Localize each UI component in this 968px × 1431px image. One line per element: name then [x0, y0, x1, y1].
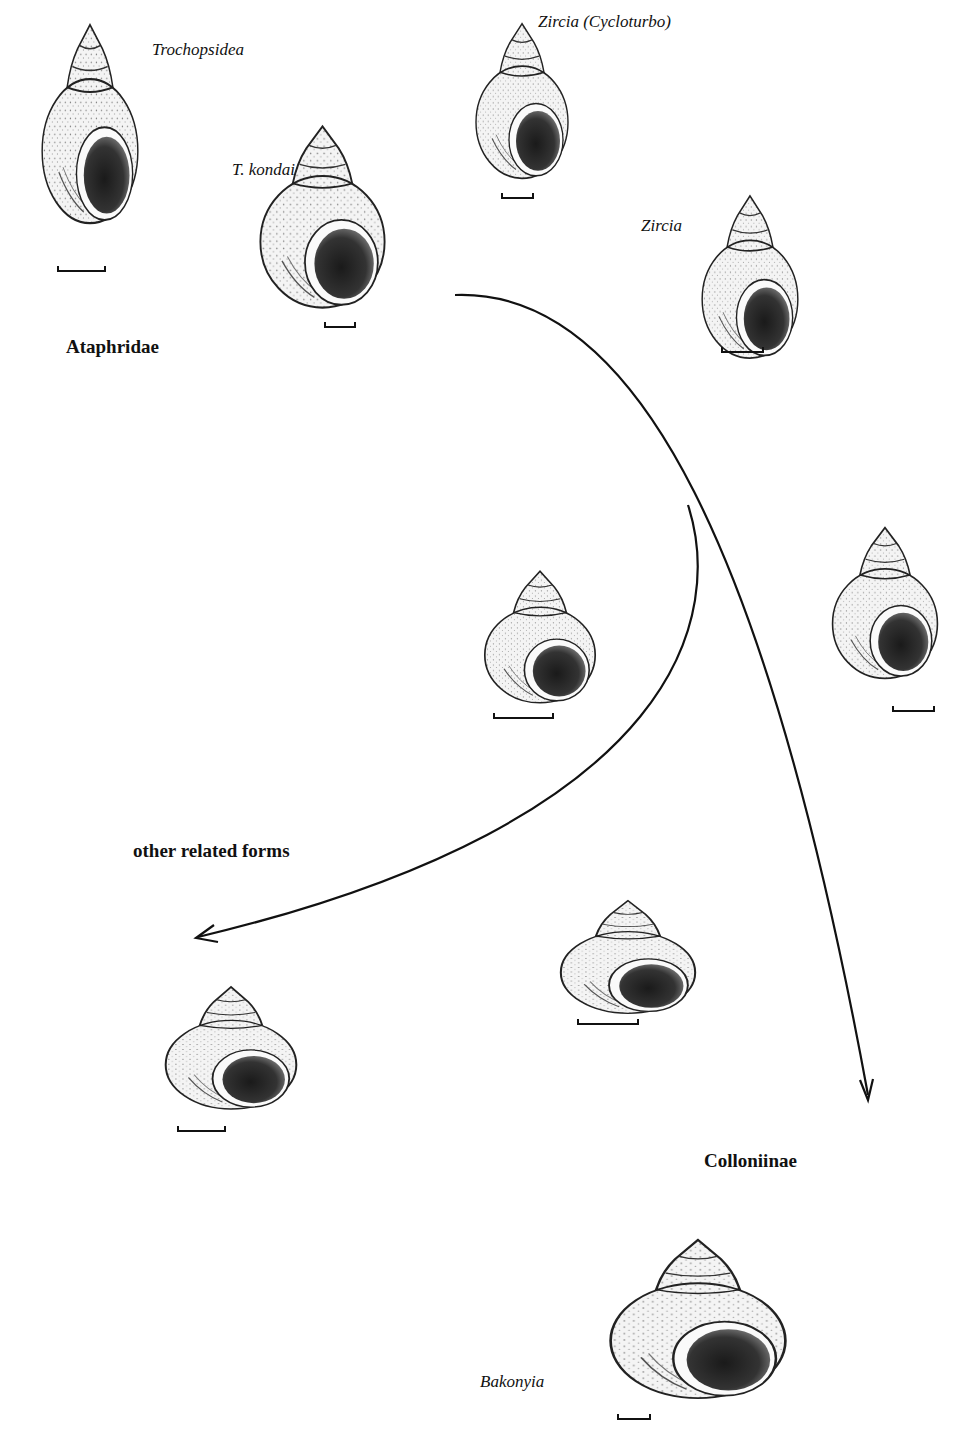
group-label: Colloniinae — [704, 1150, 797, 1172]
taxon-label: Zircia (Cycloturbo) — [538, 12, 671, 32]
taxon-label: T. kondai — [232, 160, 295, 180]
group-label: Ataphridae — [66, 336, 159, 358]
taxon-label: Trochopsidea — [152, 40, 244, 60]
taxon-label: Bakonyia — [480, 1372, 544, 1392]
group-label: other related forms — [133, 840, 290, 862]
taxon-label: Zircia — [641, 216, 682, 236]
